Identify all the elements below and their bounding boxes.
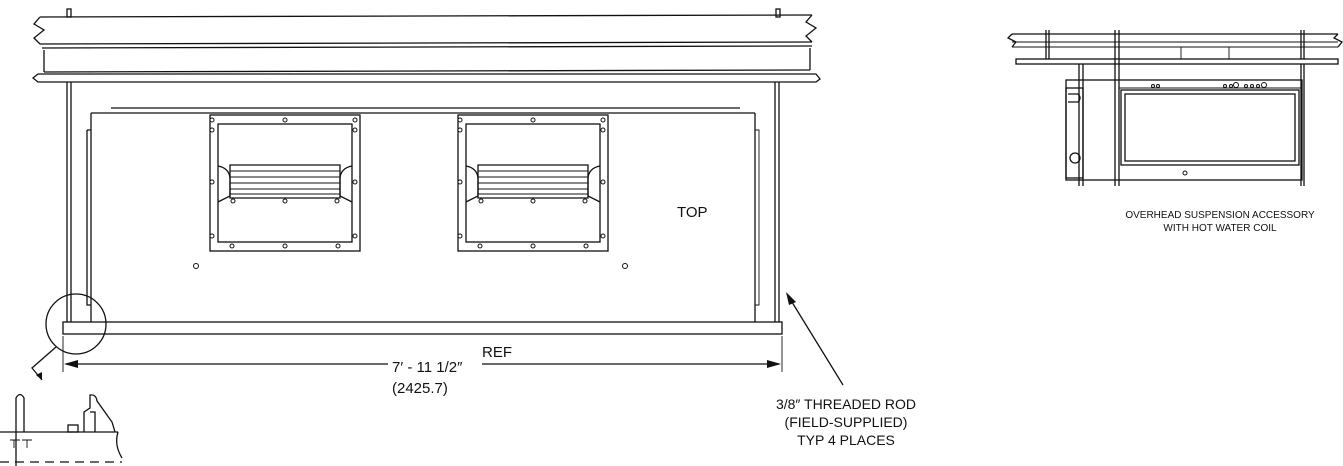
top-label: TOP	[677, 204, 708, 221]
dimension-text: 7′ - 11 1/2″	[392, 359, 463, 376]
main-view: TOP	[31, 8, 916, 448]
detail-view	[0, 393, 123, 466]
accessory-label-line2: WITH HOT WATER COIL	[1163, 223, 1277, 234]
rod-arrow-icon	[786, 292, 796, 305]
side-view	[1006, 30, 1343, 186]
rod-label-line1: 3/8″ THREADED ROD	[776, 396, 916, 412]
dimension-arrow-left-icon	[64, 360, 78, 368]
accessory-label-line1: OVERHEAD SUSPENSION ACCESSORY	[1125, 210, 1315, 221]
threaded-rods	[66, 8, 781, 322]
blower-1-screws	[209, 117, 358, 249]
blower-1	[209, 114, 361, 252]
dimension-metric-text: (2425.7)	[392, 380, 448, 397]
blower-2-screws	[457, 117, 606, 249]
rod-label-line3: TYP 4 PLACES	[797, 432, 895, 448]
ref-text: REF	[482, 344, 512, 361]
rod-callout: 3/8″ THREADED ROD (FIELD-SUPPLIED) TYP 4…	[776, 292, 916, 448]
detail-callout	[31, 293, 107, 381]
unit-body: TOP	[62, 107, 783, 335]
width-dimension: 7′ - 11 1/2″ REF (2425.7)	[62, 336, 783, 397]
blower-2	[457, 114, 609, 252]
ceiling-beam	[31, 14, 821, 83]
rod-label-line2: (FIELD-SUPPLIED)	[785, 414, 908, 430]
dimension-arrow-right-icon	[767, 360, 781, 368]
